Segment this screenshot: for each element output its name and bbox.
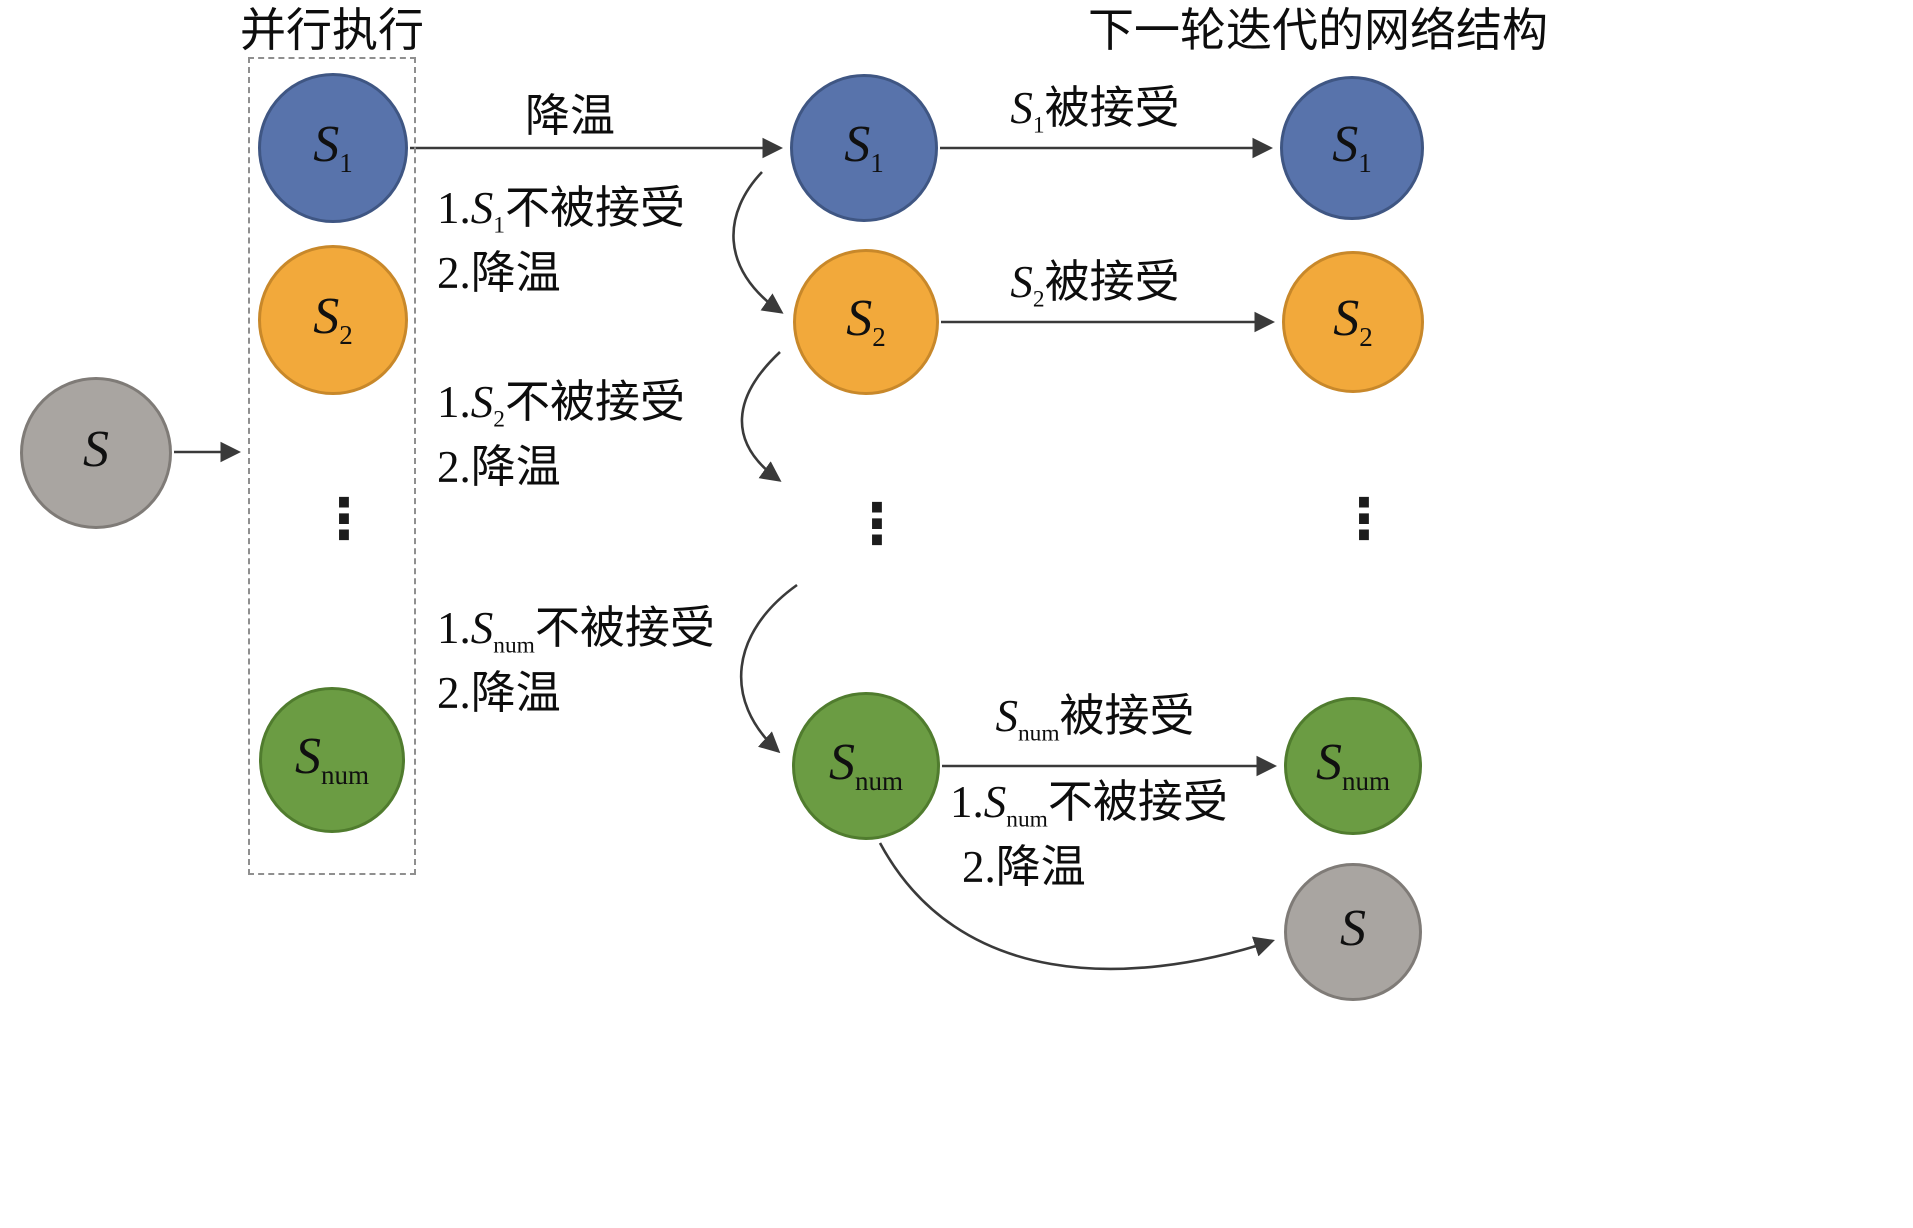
node-label: S [83, 421, 109, 479]
arrow-reject-s2-curve [740, 351, 782, 482]
edge-label-reject-s2: 1.S2不被接受 2.降温 [437, 370, 685, 501]
reject-line-1: 1.S1不被接受 [437, 183, 685, 239]
node-label: S1 [313, 116, 353, 178]
node-s1-next: S1 [1280, 76, 1424, 220]
edge-label-cooling: 降温 [524, 91, 615, 141]
edge-label-reject-s1: 1.S1不被接受 2.降温 [437, 176, 685, 307]
ellipsis-middle: ⋮ [849, 492, 905, 557]
node-s-initial: S [20, 377, 172, 529]
node-s1-middle: S1 [790, 74, 938, 222]
reject-line-1: 1.Snum不被接受 [437, 603, 715, 659]
node-snum-parallel: Snum [259, 687, 405, 833]
node-label: Snum [1315, 734, 1391, 796]
node-s1-parallel: S1 [258, 73, 408, 223]
arrow-reject-s1-curve [732, 171, 784, 314]
arrow-reject-snum-curve [739, 583, 798, 754]
node-label: S1 [1332, 116, 1372, 178]
reject-line-2: 2.降温 [437, 442, 561, 493]
node-s2-next: S2 [1282, 251, 1424, 393]
reject-line-2: 2.降温 [962, 842, 1086, 893]
edge-label-accept-snum: Snum被接受 [995, 691, 1195, 747]
title-next-iteration: 下一轮迭代的网络结构 [1088, 5, 1548, 56]
node-snum-middle: Snum [792, 692, 940, 840]
edge-label-accept-s1: S1被接受 [1010, 83, 1180, 139]
node-s-next: S [1284, 863, 1422, 1001]
reject-line-1: 1.S2不被接受 [437, 377, 685, 433]
parallel-group-box [248, 57, 416, 875]
node-label: S2 [1333, 290, 1373, 352]
node-label: S [1340, 900, 1366, 958]
ellipsis-next: ⋮ [1336, 487, 1392, 552]
edge-label-reject-snum: 1.Snum不被接受 2.降温 [437, 596, 715, 727]
node-s2-middle: S2 [793, 249, 939, 395]
node-label: Snum [828, 734, 904, 796]
node-label: Snum [294, 728, 370, 790]
node-label: S2 [313, 288, 353, 350]
node-s2-parallel: S2 [258, 245, 408, 395]
reject-line-1: 1.Snum不被接受 [950, 777, 1228, 833]
title-parallel-execution: 并行执行 [240, 5, 424, 56]
node-label: S2 [846, 290, 886, 352]
ellipsis-parallel: ⋮ [316, 487, 372, 552]
reject-line-2: 2.降温 [437, 668, 561, 719]
node-label: S1 [844, 116, 884, 178]
edge-label-accept-s2: S2被接受 [1010, 257, 1180, 313]
node-snum-next: Snum [1284, 697, 1422, 835]
reject-line-2: 2.降温 [437, 248, 561, 299]
edge-label-reject-snum-right: 1.Snum不被接受 2.降温 [950, 770, 1228, 901]
